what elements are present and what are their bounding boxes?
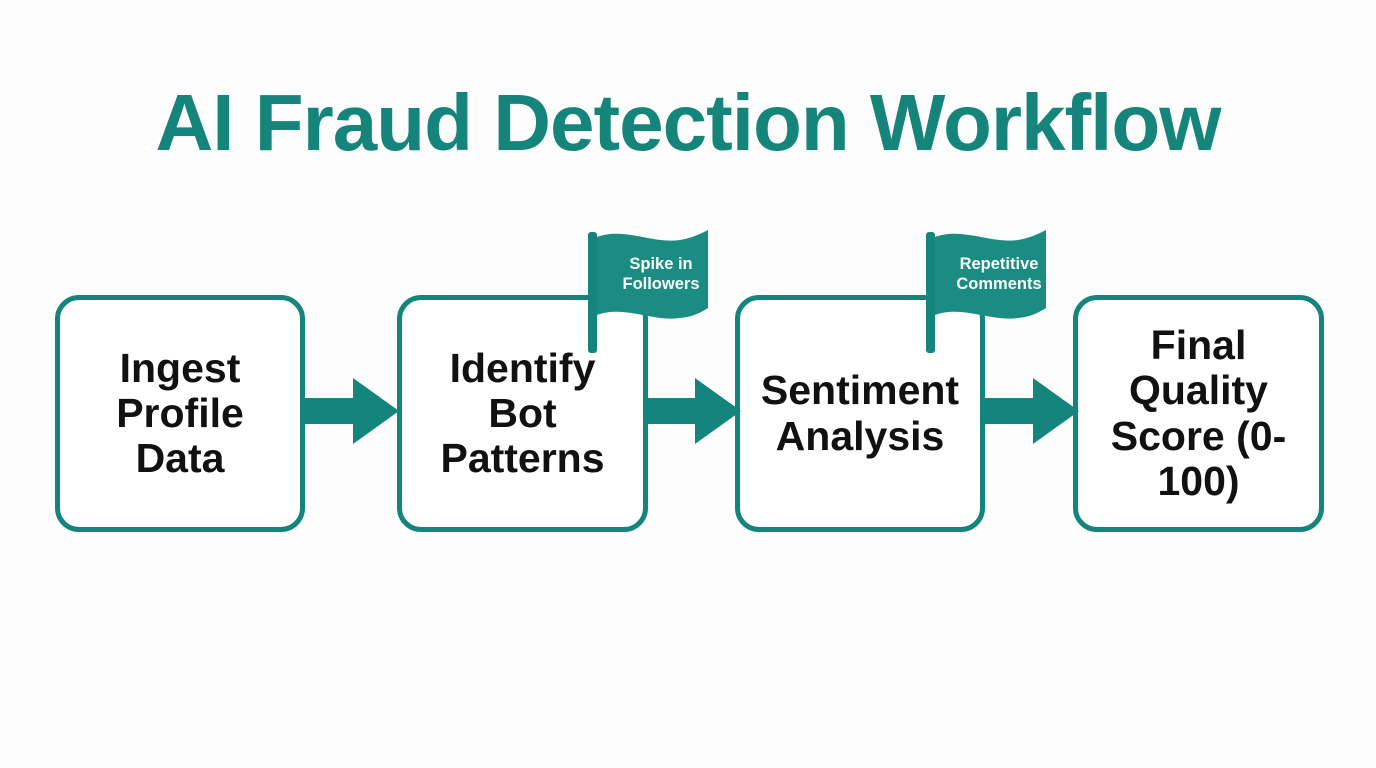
arrow-node1-to-node2 [303,378,399,444]
flag-icon [588,230,708,353]
process-node-final-quality-score[interactable]: Final Quality Score (0-100) [1073,295,1324,532]
node-label: Identify Bot Patterns [440,344,605,482]
process-node-identify-bot-patterns[interactable]: Identify Bot Patterns [397,295,648,532]
node-label: Ingest Profile Data [116,344,244,482]
flag-marker-repetitive-comments[interactable]: Repetitive Comments [918,228,1053,353]
page-title: AI Fraud Detection Workflow [155,78,1222,167]
flag-marker-spike-in-followers[interactable]: Spike in Followers [580,228,715,353]
node-label: Final Quality Score (0-100) [1110,322,1287,504]
arrow-node3-to-node4 [983,378,1079,444]
arrow-node2-to-node3 [645,378,741,444]
node-label: Sentiment Analysis [760,367,960,459]
process-node-ingest-profile-data[interactable]: Ingest Profile Data [55,295,305,532]
flag-icon [926,230,1046,353]
